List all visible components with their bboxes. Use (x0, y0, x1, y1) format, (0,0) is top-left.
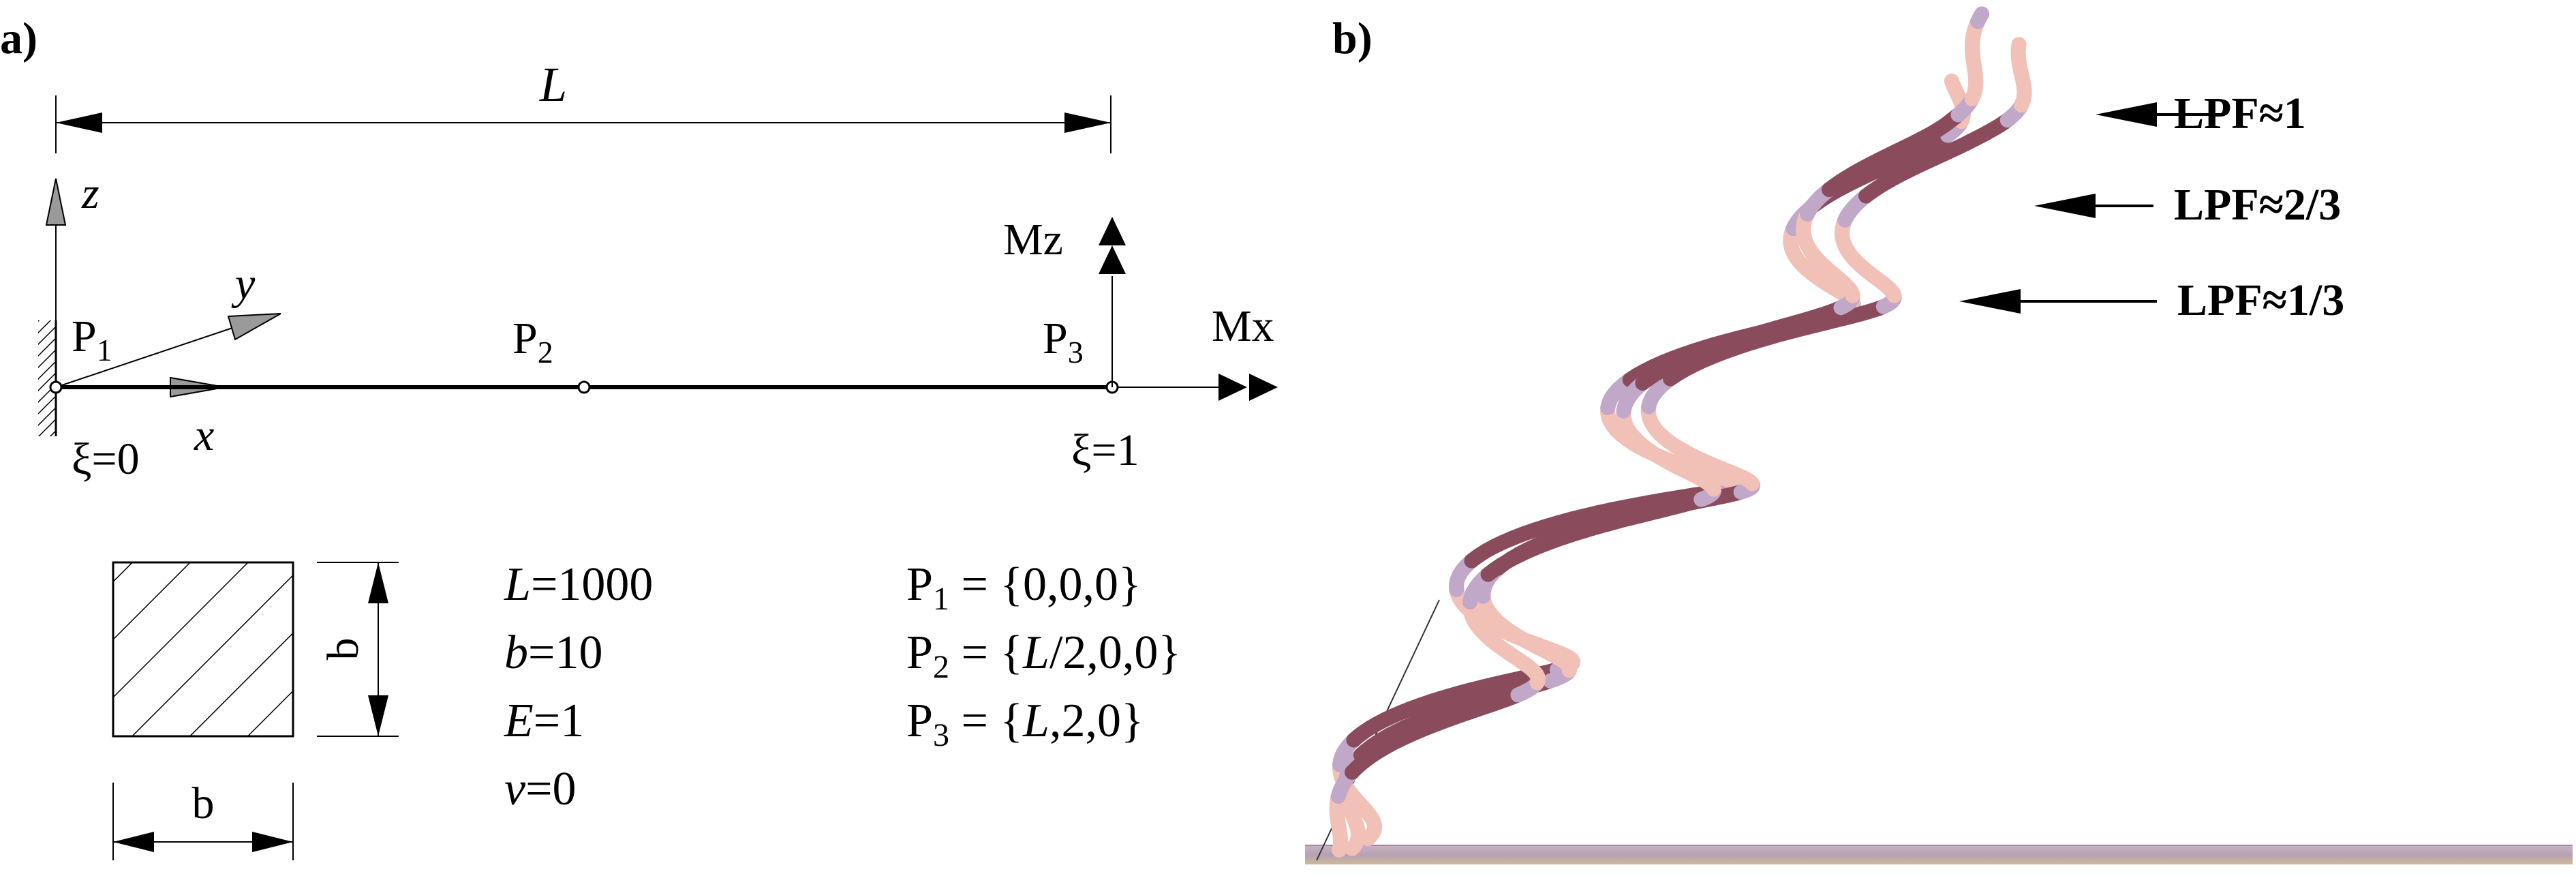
lpf-label-2: LPF≈2/3 (2174, 180, 2341, 230)
mz-arrow-head2-icon (1099, 245, 1126, 274)
lpf-arrow-2-icon (2034, 194, 2096, 218)
coord-p3: P3 = {L,2,0} (906, 695, 1144, 753)
axis-y: y (55, 259, 281, 388)
axis-y-arrow-icon (227, 313, 281, 341)
lpf-annotations: LPF≈1 LPF≈2/3 LPF≈1/3 (1959, 89, 2344, 325)
lpf-arrow-3-icon (1959, 289, 2021, 314)
coord-p1: P1 = {0,0,0} (906, 558, 1141, 617)
dim-b-vertical-arrow-bottom (368, 695, 388, 736)
helix-lpf-1-3-segment (1944, 74, 1961, 92)
node-p1 (49, 380, 63, 394)
length-dimension: L (55, 57, 1111, 153)
helix-lpf-1-segment (1972, 6, 1990, 25)
dim-b-vertical-arrow-top (368, 562, 388, 603)
param-nu: ν=0 (504, 763, 577, 815)
mx-arrow-head2-icon (1249, 374, 1278, 401)
moment-mx: Mx (1212, 301, 1278, 401)
parameter-list: L=1000 b=10 E=1 ν=0 (504, 558, 653, 815)
lpf-label-3: LPF≈1/3 (2177, 275, 2344, 325)
axis-x: x (170, 376, 226, 460)
dim-b-horizontal-arrow-right (252, 832, 293, 852)
moment-mx-label: Mx (1212, 301, 1274, 351)
point-label-p1: P1 (72, 312, 112, 367)
dimension-arrow-right (1064, 112, 1111, 133)
axis-x-label: x (194, 410, 214, 460)
section-dim-vertical-label: b (318, 638, 368, 661)
axis-z-arrow-icon (45, 178, 67, 226)
point-label-p3: P3 (1043, 314, 1084, 369)
axis-z: z (45, 168, 99, 387)
ground-plate (1305, 845, 2573, 864)
param-L: L=1000 (504, 558, 653, 611)
fixed-support-icon (38, 320, 56, 436)
xi-start-label: ξ=0 (72, 434, 140, 484)
cross-section: b b (112, 561, 399, 860)
moment-mz: Mz (1003, 215, 1126, 387)
point-label-p2: P2 (512, 314, 553, 369)
length-label: L (539, 57, 567, 112)
dim-b-horizontal-arrow-left (113, 832, 154, 852)
panel-a: a) L z y x (0, 14, 1278, 860)
param-E: E=1 (504, 695, 584, 747)
node-p2 (577, 380, 591, 394)
coord-p2: P2 = {L/2,0,0} (906, 626, 1181, 685)
moment-mz-label: Mz (1003, 215, 1063, 265)
lpf-label-1: LPF≈1 (2174, 89, 2306, 138)
xi-end-label: ξ=1 (1071, 425, 1139, 475)
dimension-arrow-left (56, 112, 102, 133)
helix-ribbons (1329, 6, 2032, 858)
mz-arrow-head-icon (1099, 217, 1126, 245)
panel-b: b) LPF≈1 LPF≈2/3 LPF≈1/3 (1305, 6, 2573, 864)
panel-a-label: a) (0, 14, 37, 63)
mx-arrow-head-icon (1218, 374, 1247, 401)
cross-section-square (112, 561, 294, 738)
lpf-arrow-1-icon (2096, 102, 2157, 127)
section-dim-horizontal-label: b (192, 779, 215, 828)
point-coordinate-list: P1 = {0,0,0} P2 = {L/2,0,0} P3 = {L,2,0} (906, 558, 1181, 753)
axis-y-label: y (231, 259, 256, 309)
param-b: b=10 (504, 626, 602, 679)
axis-z-label: z (81, 168, 99, 218)
panel-b-label: b) (1332, 14, 1373, 63)
